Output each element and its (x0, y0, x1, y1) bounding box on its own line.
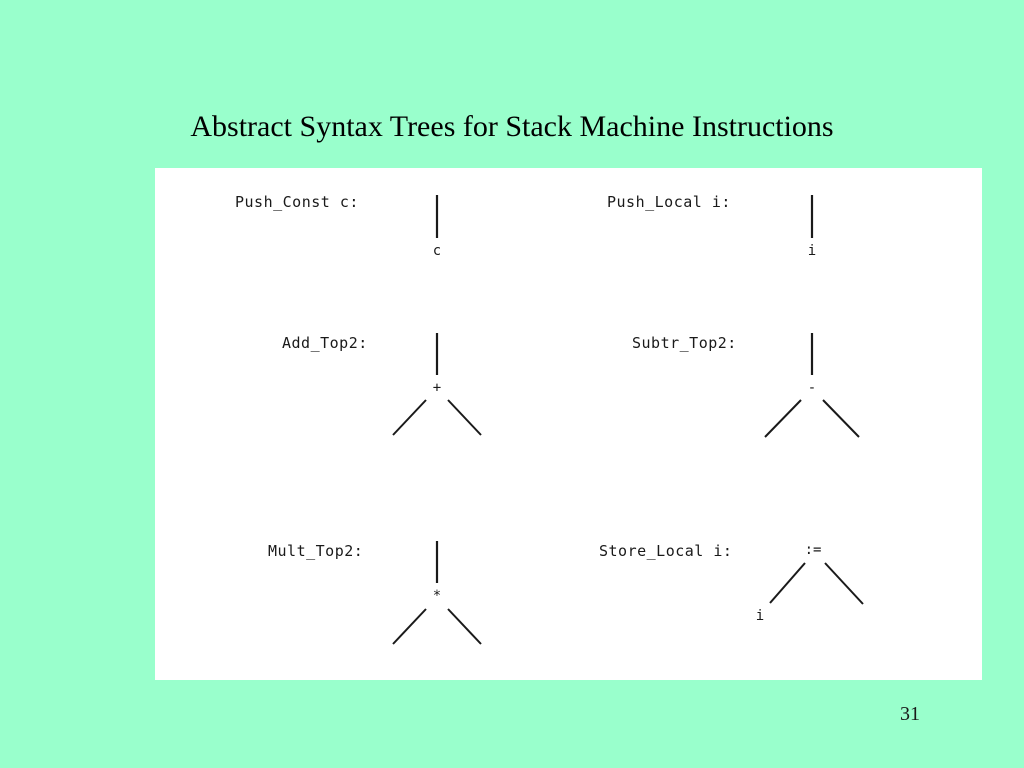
tree-edges-store-local (769, 562, 864, 605)
tree-mult-top2: Mult_Top2: * (155, 531, 555, 671)
page-number: 31 (900, 703, 920, 725)
tree-edges-mult-top2 (392, 541, 482, 645)
tree-edges-push-local (810, 195, 814, 238)
tree-root-subtr-top2: - (807, 380, 817, 396)
tree-edges-push-const (435, 195, 439, 238)
tree-label-push-local: Push_Local i: (607, 193, 731, 211)
tree-root-add-top2: + (432, 380, 442, 396)
tree-label-mult-top2: Mult_Top2: (268, 542, 364, 560)
tree-root-mult-top2: * (432, 588, 442, 604)
tree-add-top2: Add_Top2: + (155, 323, 555, 463)
tree-edges-subtr-top2 (764, 333, 860, 438)
tree-root-store-local: := (804, 542, 822, 558)
tree-leaf-push-const: c (432, 243, 442, 259)
tree-leaf-store-local-left: i (755, 608, 765, 624)
tree-label-subtr-top2: Subtr_Top2: (632, 334, 737, 352)
figure-panel: Push_Const c: c Push_Local i: i Add_Top2… (155, 168, 982, 680)
tree-leaf-push-local: i (807, 243, 817, 259)
tree-label-push-const: Push_Const c: (235, 193, 359, 211)
tree-push-local: Push_Local i: i (585, 168, 985, 298)
page-title: Abstract Syntax Trees for Stack Machine … (190, 110, 834, 143)
tree-subtr-top2: Subtr_Top2: - (585, 323, 985, 463)
tree-store-local: Store_Local i: := i (585, 531, 985, 671)
tree-push-const: Push_Const c: c (155, 168, 555, 298)
tree-label-store-local: Store_Local i: (599, 542, 733, 560)
tree-label-add-top2: Add_Top2: (282, 334, 368, 352)
tree-edges-add-top2 (392, 333, 482, 436)
